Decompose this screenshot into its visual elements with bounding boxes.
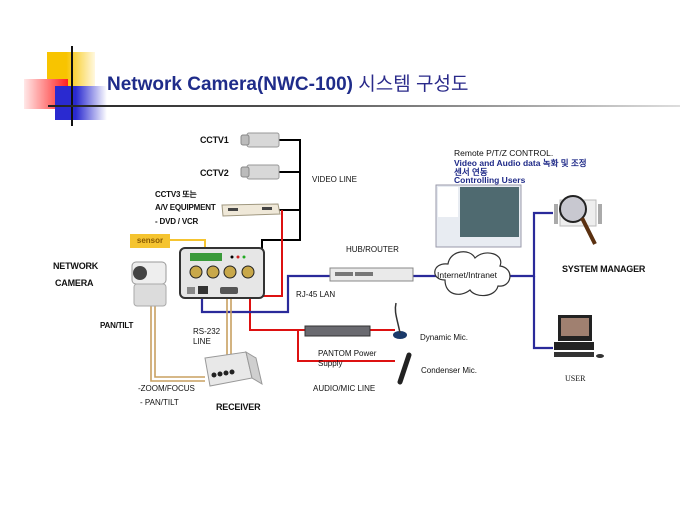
- audio-line: [249, 210, 395, 362]
- av-equipment-label: A/V EQUIPMENT: [155, 203, 216, 212]
- pan-tilt-receiver-label: - PAN/TILT: [140, 398, 179, 407]
- sensor-link-label: 센서 연동: [454, 167, 488, 177]
- internet-label: Internet/Intranet: [437, 270, 498, 280]
- zoom-focus-label: -ZOOM/FOCUS: [138, 384, 195, 393]
- hub-router-icon: [329, 267, 414, 282]
- system-manager-pc-icon: [554, 195, 602, 245]
- decor-blue-square: [55, 86, 107, 120]
- av-equipment-icon: [221, 203, 281, 217]
- pan-tilt-label: PAN/TILT: [100, 321, 134, 330]
- dvd-vcr-label: - DVD / VCR: [155, 217, 199, 226]
- dynamic-mic-icon: [393, 302, 407, 339]
- hub-router-label: HUB/ROUTER: [346, 245, 399, 254]
- receiver-label: RECEIVER: [216, 402, 261, 412]
- title-main: Network Camera(NWC-100): [107, 74, 354, 95]
- remote-ptz-label: Remote P/T/Z CONTROL.: [454, 148, 554, 158]
- pantom-power-label-2: Supply: [318, 359, 343, 368]
- video-audio-label: Video and Audio data 녹화 및 조정: [454, 158, 587, 168]
- monitoring-software-screenshot: [435, 184, 522, 248]
- sensor-badge: sensor: [130, 234, 170, 248]
- nwc-100-device-icon: [179, 247, 265, 299]
- cctv2-camera-icon: [240, 164, 280, 180]
- cctv2-label: CCTV2: [200, 168, 229, 178]
- page-title: Network Camera(NWC-100) 시스템 구성도: [107, 69, 468, 96]
- lan-line: [200, 211, 553, 350]
- internet-cloud-icon: [434, 251, 511, 297]
- video-line-label: VIDEO LINE: [312, 175, 357, 184]
- user-label: USER: [565, 374, 586, 383]
- audio-mic-line-label: AUDIO/MIC LINE: [313, 384, 376, 393]
- serial-line: [150, 295, 232, 382]
- pantom-power-supply-icon: [304, 325, 371, 337]
- condenser-mic-label: Condenser Mic.: [421, 366, 478, 375]
- decor-vertical-line: [71, 46, 73, 126]
- cctv1-label: CCTV1: [200, 135, 229, 145]
- system-manager-label: SYSTEM MANAGER: [562, 264, 646, 274]
- receiver-icon: [204, 350, 263, 387]
- user-pc-icon: [554, 315, 604, 358]
- ptz-camera-icon: [131, 261, 167, 307]
- rj45-lan-label: RJ-45 LAN: [296, 290, 336, 299]
- condenser-mic-icon: [397, 352, 412, 385]
- pantom-power-label-1: PANTOM Power: [318, 349, 377, 358]
- cctv3-label: CCTV3 또는: [155, 190, 197, 199]
- network-camera-label-1: NETWORK: [53, 261, 99, 271]
- cctv1-camera-icon: [240, 132, 280, 148]
- title-underline: [48, 105, 680, 107]
- controlling-users-label: Controlling Users: [454, 175, 526, 185]
- dynamic-mic-label: Dynamic Mic.: [420, 333, 469, 342]
- rs232-label-2: LINE: [193, 337, 211, 346]
- title-korean: 시스템 구성도: [358, 74, 469, 95]
- network-camera-label-2: CAMERA: [55, 278, 94, 288]
- rs232-label-1: RS-232: [193, 327, 221, 336]
